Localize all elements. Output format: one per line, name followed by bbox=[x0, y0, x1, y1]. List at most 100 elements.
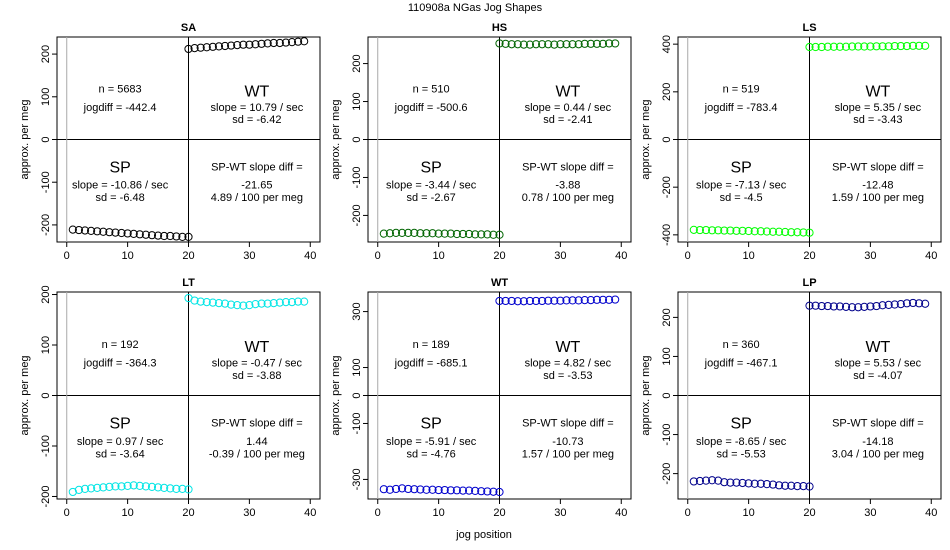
wt-slope-text: slope = 0.44 / sec bbox=[525, 102, 612, 114]
wt-point bbox=[805, 301, 814, 310]
x-tick-label: 40 bbox=[304, 507, 316, 519]
sp-point bbox=[805, 482, 814, 491]
wt-point bbox=[281, 297, 291, 307]
wt-point bbox=[604, 295, 614, 304]
wt-point bbox=[251, 300, 260, 309]
wt-point bbox=[550, 40, 559, 49]
wt-point bbox=[263, 39, 272, 48]
y-tick-label: -200 bbox=[661, 463, 673, 485]
y-tick-label: -200 bbox=[40, 214, 52, 236]
wt-point bbox=[190, 296, 199, 305]
panel-title: LT bbox=[182, 277, 195, 289]
sp-point bbox=[756, 479, 765, 488]
y-axis-label: approx. per meg bbox=[330, 355, 342, 435]
wt-point bbox=[896, 300, 905, 309]
sp-point bbox=[135, 230, 144, 239]
wt-point bbox=[287, 297, 297, 307]
wt-label: WT bbox=[865, 83, 890, 100]
y-tick-label: 400 bbox=[661, 35, 673, 53]
wt-point bbox=[592, 295, 602, 304]
wt-point bbox=[196, 43, 205, 52]
sp-point bbox=[464, 229, 474, 239]
jogdiff-text: jogdiff = -467.1 bbox=[704, 358, 778, 370]
sp-point bbox=[446, 229, 455, 238]
wt-label: WT bbox=[244, 339, 269, 356]
sp-point bbox=[172, 484, 181, 494]
wt-point bbox=[519, 40, 528, 49]
sp-slope-text: slope = -3.44 / sec bbox=[386, 180, 477, 192]
sp-point bbox=[720, 478, 729, 487]
sp-point bbox=[86, 484, 96, 493]
sp-point bbox=[99, 227, 108, 236]
sp-point bbox=[397, 484, 407, 493]
sp-point bbox=[99, 483, 108, 492]
diff-value-text: -14.18 bbox=[862, 436, 893, 448]
sp-slope-text: slope = 0.97 / sec bbox=[77, 436, 164, 448]
sp-point bbox=[781, 227, 790, 237]
wt-point bbox=[841, 302, 851, 311]
wt-point bbox=[507, 296, 516, 306]
wt-point bbox=[227, 300, 236, 309]
sp-point bbox=[410, 485, 419, 494]
wt-point bbox=[501, 39, 510, 48]
sp-sd-text: sd = -6.48 bbox=[96, 192, 145, 204]
sp-point bbox=[379, 229, 388, 238]
wt-point bbox=[538, 296, 547, 306]
sp-label: SP bbox=[420, 416, 441, 433]
x-tick-label: 0 bbox=[685, 250, 691, 262]
wt-point bbox=[220, 41, 230, 51]
wt-point bbox=[208, 298, 217, 307]
y-axis-label: approx. per meg bbox=[330, 99, 342, 179]
wt-point bbox=[817, 301, 826, 311]
wt-point bbox=[611, 295, 620, 304]
sp-point bbox=[477, 230, 486, 239]
wt-point bbox=[293, 297, 303, 306]
sp-point bbox=[74, 225, 84, 235]
sp-point bbox=[774, 227, 784, 236]
x-tick-label: 20 bbox=[803, 507, 815, 519]
sp-point bbox=[774, 481, 784, 490]
y-tick-label: -200 bbox=[40, 485, 52, 507]
sp-point bbox=[111, 482, 120, 491]
sp-point bbox=[422, 485, 431, 494]
sp-point bbox=[68, 487, 77, 497]
wt-point bbox=[841, 42, 851, 51]
y-tick-label: 0 bbox=[661, 136, 673, 142]
wt-point bbox=[257, 299, 266, 308]
sp-point bbox=[80, 484, 90, 494]
sp-point bbox=[416, 485, 425, 494]
wt-point bbox=[872, 301, 881, 311]
sp-point bbox=[781, 481, 790, 490]
sp-point bbox=[787, 481, 796, 490]
sp-point bbox=[707, 226, 717, 235]
sp-point bbox=[762, 227, 771, 236]
wt-point bbox=[495, 39, 504, 48]
sp-point bbox=[471, 230, 480, 239]
wt-point bbox=[220, 299, 230, 308]
wt-point bbox=[854, 42, 863, 51]
sp-point bbox=[701, 225, 711, 235]
sp-point bbox=[391, 484, 401, 494]
sp-point bbox=[74, 485, 84, 495]
wt-point bbox=[914, 41, 924, 50]
x-tick-label: 0 bbox=[64, 507, 70, 519]
sp-point bbox=[768, 480, 778, 489]
wt-sd-text: sd = -3.43 bbox=[853, 114, 902, 126]
wt-point bbox=[501, 296, 510, 306]
sp-point bbox=[153, 483, 163, 492]
wt-label: WT bbox=[865, 339, 890, 356]
sp-label: SP bbox=[109, 159, 130, 176]
sp-point bbox=[726, 226, 735, 235]
wt-point bbox=[202, 43, 211, 52]
wt-point bbox=[538, 40, 547, 49]
wt-slope-text: slope = 10.79 / sec bbox=[211, 102, 304, 114]
y-tick-label: 200 bbox=[40, 285, 52, 303]
wt-label: WT bbox=[244, 83, 269, 100]
sp-point bbox=[440, 485, 449, 495]
x-tick-label: 0 bbox=[685, 507, 691, 519]
y-tick-label: 0 bbox=[661, 392, 673, 398]
sp-point bbox=[489, 487, 498, 496]
jogdiff-text: jogdiff = -783.4 bbox=[704, 102, 778, 114]
y-tick-label: 300 bbox=[351, 302, 363, 320]
